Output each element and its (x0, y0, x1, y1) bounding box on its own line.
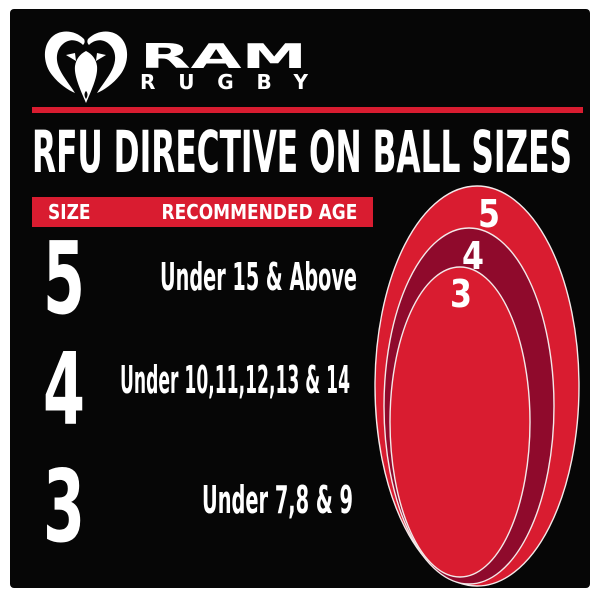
size-5-digit: 5 (43, 227, 85, 323)
size-4-digit: 4 (43, 338, 85, 434)
infographic-panel: RAM RUGBY RFU DIRECTIVE ON BALL SIZES SI… (10, 9, 590, 588)
age-row-3-text: Under 7,8 & 9 (202, 478, 353, 522)
size-4-digit-text: 4 (43, 338, 85, 434)
brand-name-text: RAM (140, 37, 307, 77)
age-row-2: Under 10,11,12,13 & 14 (120, 358, 350, 402)
size-3-digit: 3 (43, 455, 85, 551)
age-row-3: Under 7,8 & 9 (202, 478, 353, 522)
page-title: RFU DIRECTIVE ON BALL SIZES (32, 123, 572, 177)
age-row-1: Under 15 & Above (160, 255, 357, 299)
brand-wordmark: RAM RUGBY (140, 37, 309, 94)
ball-sizes-diagram: 5 4 3 (374, 185, 580, 587)
ram-head-icon (44, 31, 128, 103)
ball-label-3: 3 (450, 272, 472, 316)
ball-label-4: 4 (462, 234, 484, 278)
ball-label-5: 5 (478, 192, 500, 236)
table-header: SIZE RECOMMENDED AGE (32, 197, 373, 227)
header-recommended-age: RECOMMENDED AGE (161, 200, 357, 224)
size-3-digit-text: 3 (43, 455, 85, 551)
ball-size-3 (389, 266, 531, 578)
age-row-1-text: Under 15 & Above (160, 255, 357, 299)
size-5-digit-text: 5 (43, 227, 85, 323)
page-title-text: RFU DIRECTIVE ON BALL SIZES (32, 123, 572, 177)
header-size: SIZE (48, 200, 91, 224)
age-row-2-text: Under 10,11,12,13 & 14 (120, 358, 350, 402)
red-divider (32, 107, 583, 113)
